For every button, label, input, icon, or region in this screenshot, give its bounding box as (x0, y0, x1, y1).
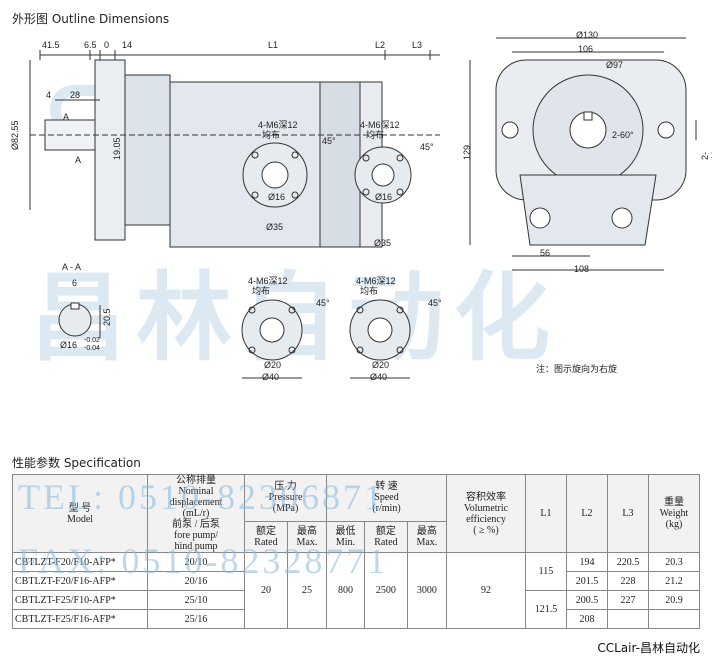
section-h20-5: 20.5 (102, 308, 112, 326)
dim-l1: L1 (268, 40, 279, 50)
side-angle: 2-60° (612, 130, 634, 140)
dim-6-5: 6.5 (84, 40, 97, 50)
flange1-angle: 45° (322, 136, 336, 146)
side-d97: Ø97 (606, 60, 624, 70)
dim-28: 28 (70, 90, 81, 100)
flange3-d20: Ø20 (264, 360, 282, 370)
dim-l3: L3 (412, 40, 423, 50)
flange3-angle: 45° (316, 298, 330, 308)
cell-model: CBTLZT-F25/F16-AFP* (12, 609, 148, 629)
flange1-note1: 4-M6深12 (258, 120, 298, 130)
flange4-d20: Ø20 (372, 360, 390, 370)
spec-title: 性能参数 Specification (12, 456, 141, 470)
flange1-note2: 均布 (262, 130, 281, 140)
cell-l2: 208 (565, 609, 608, 629)
flange4-note2: 均布 (360, 286, 379, 296)
side-w56: 56 (540, 248, 551, 258)
hdr-l1: L1 (524, 474, 567, 553)
side-d130: Ø130 (576, 30, 599, 40)
rotation-note: 注：图示旋向为右旋 (536, 364, 618, 374)
flange2-note2: 均布 (366, 130, 385, 140)
table-row: CBTLZT-F20/F16-AFP* 20/16 201.5 228 21.2 (12, 571, 701, 591)
cell-l2: 201.5 (565, 571, 608, 591)
side-h129: 129 (462, 144, 472, 160)
cell-l1-a: 115 (524, 552, 567, 591)
section-tol2: -0.04 (84, 345, 100, 352)
section-d16: Ø16 (60, 340, 78, 350)
table-row: CBTLZT-F25/F16-AFP* 25/16 208 (12, 609, 701, 629)
dim-d82: Ø82.55 (10, 120, 20, 150)
outline-drawing (29, 37, 697, 379)
cell-s-rated: 2500 (363, 552, 408, 629)
cell-s-max: 3000 (406, 552, 447, 629)
dim-l2: L2 (375, 40, 386, 50)
dim-41-5: 41.5 (42, 40, 60, 50)
side-w108: 108 (574, 264, 590, 274)
cell-model: CBTLZT-F25/F10-AFP* (12, 590, 148, 610)
section-w6: 6 (72, 278, 78, 288)
flange4-d40: Ø40 (370, 372, 388, 382)
flange1-d16: Ø16 (268, 192, 286, 202)
flange2-angle: 45° (420, 142, 434, 152)
cell-p-max: 25 (286, 552, 328, 629)
cell-l2: 200.5 (565, 590, 608, 610)
cell-l1-b: 121.5 (524, 590, 567, 629)
cell-s-min: 800 (326, 552, 365, 629)
flange2-d16: Ø16 (375, 192, 393, 202)
cell-disp: 25/10 (147, 590, 245, 610)
table-row: CBTLZT-F25/F10-AFP* 25/10 121.5 200.5 22… (12, 590, 701, 629)
flange1-d35: Ø35 (266, 222, 284, 232)
cell-weight (647, 609, 701, 629)
cell-weight: 21.2 (647, 571, 701, 591)
flange3-note1: 4-M6深12 (248, 276, 288, 286)
drawing-title: 外形图 Outline Dimensions (12, 12, 170, 26)
watermark-tel: TEL: 0510-82306871 (18, 477, 385, 517)
flange4-note1: 4-M6深12 (356, 276, 396, 286)
cell-p-rated: 20 (244, 552, 288, 629)
flange2-note1: 4-M6深12 (360, 120, 400, 130)
cell-l3: 228 (606, 571, 649, 591)
section-title: A - A (62, 262, 82, 272)
cell-vol: 92 (445, 552, 526, 629)
cell-l3 (606, 609, 649, 629)
dim-19-05: 19.05 (112, 137, 122, 160)
cell-l3: 220.5 (606, 552, 649, 572)
dim-a-upper: A (63, 112, 70, 122)
flange3-note2: 均布 (252, 286, 271, 296)
dim-14: 14 (122, 40, 133, 50)
cell-weight: 20.3 (647, 552, 701, 572)
cell-l2: 194 (565, 552, 608, 572)
watermark-fax: FAX: 0510-82328771 (18, 541, 389, 581)
side-2-11: 2-11 (700, 151, 712, 160)
flange3-d40: Ø40 (262, 372, 280, 382)
dim-a-lower: A (75, 155, 82, 165)
cell-weight: 20.9 (647, 590, 701, 610)
flange4-angle: 45° (428, 298, 442, 308)
brand-watermark: CCLair-昌林自动化 (597, 641, 700, 655)
dim-4: 4 (46, 90, 52, 100)
side-106: 106 (578, 44, 594, 54)
dim-0: 0 (104, 40, 110, 50)
hdr-l3: L3 (606, 474, 649, 553)
section-tol1: -0.02 (84, 337, 100, 344)
cell-disp: 25/16 (147, 609, 245, 629)
hdr-l2: L2 (565, 474, 608, 553)
flange2-d35: Ø35 (374, 238, 392, 248)
cell-l3: 227 (606, 590, 649, 610)
